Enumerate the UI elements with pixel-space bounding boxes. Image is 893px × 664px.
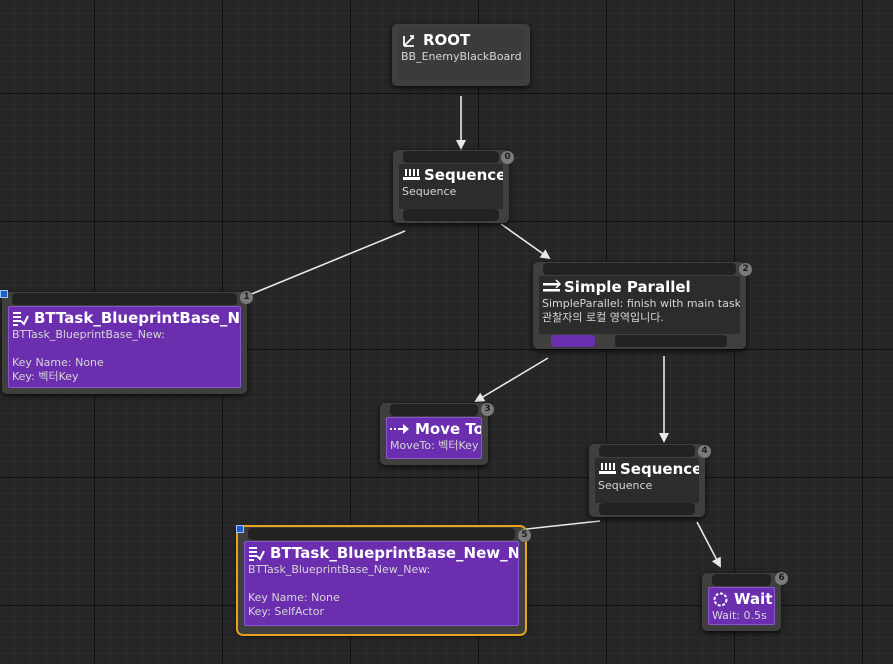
sequence-node-4-title-row: Sequence (598, 460, 699, 479)
wire-sequence4-to-wait (696, 521, 721, 568)
wait-icon (712, 591, 729, 608)
task-node-1-top-pin[interactable] (12, 293, 237, 305)
sequence-node-0-title: Sequence (424, 166, 503, 184)
execution-index-badge: 4 (698, 445, 711, 458)
task-node-5-title: BTTask_BlueprintBase_New_New (270, 544, 519, 562)
execution-index-badge: 2 (739, 263, 752, 276)
sequence-node-0-top-pin[interactable] (403, 151, 499, 163)
task-node-5-top-pin[interactable] (248, 528, 515, 540)
task-node-1-body: BTTask_BlueprintBase_New BTTask_Blueprin… (8, 306, 241, 388)
wire-sequence-to-task1 (230, 230, 406, 304)
task-icon (12, 310, 29, 327)
wait-node-6-body: Wait Wait: 0.5s (708, 587, 775, 625)
move-to-node-3[interactable]: Move To MoveTo: 벡터Key 3 (380, 403, 494, 465)
move-to-node-3-title: Move To (415, 420, 482, 438)
task-icon (248, 545, 265, 562)
task-node-5-key-name: Key Name: None (248, 591, 340, 604)
sequence-node-4-body: Sequence Sequence (595, 458, 699, 503)
simple-parallel-node-2-top-pin[interactable] (543, 263, 736, 275)
wait-node-6-top-pin[interactable] (712, 574, 771, 586)
task-node-1-key: Key: 벡터Key (12, 370, 79, 383)
root-node-body: ROOT BB_EnemyBlackBoard (398, 29, 524, 80)
execution-index-badge: 6 (775, 572, 788, 585)
execution-index-badge: 1 (240, 291, 253, 304)
sequence-icon (598, 461, 616, 478)
task-node-5-subtitle: BTTask_BlueprintBase_New_New: (248, 563, 431, 576)
simple-parallel-node-2-title: Simple Parallel (564, 278, 691, 296)
task-node-1-key-name: Key Name: None (12, 356, 104, 369)
blueprint-flag-icon (0, 290, 8, 298)
main-task-pin[interactable] (551, 335, 595, 347)
simple-parallel-node-2-description: 관찰자의 로컬 영역입니다. (542, 311, 664, 324)
root-node-blackboard: BB_EnemyBlackBoard (401, 50, 522, 63)
blueprint-flag-icon (236, 525, 244, 533)
sequence-node-0[interactable]: Sequence Sequence 0 (393, 150, 514, 223)
move-to-node-3-body: Move To MoveTo: 벡터Key (386, 417, 482, 459)
parallel-icon (542, 279, 562, 296)
simple-parallel-node-2-body: Simple Parallel SimpleParallel: finish w… (539, 276, 740, 334)
wait-node-6-subtitle: Wait: 0.5s (712, 609, 767, 622)
sequence-icon (402, 167, 420, 184)
task-node-5-body: BTTask_BlueprintBase_New_New BTTask_Blue… (244, 541, 519, 626)
sequence-node-4[interactable]: Sequence Sequence 4 (589, 444, 711, 517)
sequence-node-4-subtitle: Sequence (598, 479, 653, 492)
sequence-node-0-bottom-pin[interactable] (403, 209, 499, 221)
task-node-5[interactable]: BTTask_BlueprintBase_New_New BTTask_Blue… (236, 525, 531, 636)
background-task-pin[interactable] (615, 335, 727, 347)
simple-parallel-node-2-subtitle: SimpleParallel: finish with main task (542, 297, 740, 310)
wait-node-6-title-row: Wait (712, 590, 773, 609)
root-icon (401, 32, 418, 49)
move-to-node-3-title-row: Move To (390, 420, 481, 439)
task-node-1-title-row: BTTask_BlueprintBase_New (12, 309, 240, 328)
sequence-node-0-subtitle: Sequence (402, 185, 457, 198)
root-node-title-row: ROOT (401, 31, 521, 50)
task-node-5-key: Key: SelfActor (248, 605, 324, 618)
task-node-1-subtitle: BTTask_BlueprintBase_New: (12, 328, 165, 341)
root-node[interactable]: ROOT BB_EnemyBlackBoard (392, 24, 530, 86)
sequence-node-4-top-pin[interactable] (599, 445, 695, 457)
wait-node-6[interactable]: Wait Wait: 0.5s 6 (702, 572, 788, 631)
sequence-node-0-title-row: Sequence (402, 166, 503, 185)
wire-sequence-to-parallel (500, 223, 551, 260)
sequence-node-4-bottom-pin[interactable] (599, 503, 695, 515)
wire-parallel-to-moveto (474, 357, 549, 403)
move-to-icon (390, 421, 410, 438)
move-to-node-3-subtitle: MoveTo: 벡터Key (390, 439, 479, 452)
move-to-node-3-top-pin[interactable] (390, 404, 478, 416)
root-node-title: ROOT (423, 31, 471, 49)
wait-node-6-title: Wait (734, 590, 773, 608)
simple-parallel-node-2-title-row: Simple Parallel (542, 278, 737, 297)
simple-parallel-node-2[interactable]: Simple Parallel SimpleParallel: finish w… (533, 262, 752, 349)
task-node-1-title: BTTask_BlueprintBase_New (34, 309, 241, 327)
execution-index-badge: 0 (501, 151, 514, 164)
sequence-node-0-body: Sequence Sequence (399, 164, 503, 209)
execution-index-badge: 5 (518, 529, 531, 542)
task-node-1[interactable]: BTTask_BlueprintBase_New BTTask_Blueprin… (0, 290, 253, 394)
execution-index-badge: 3 (481, 403, 494, 416)
task-node-5-title-row: BTTask_BlueprintBase_New_New (248, 544, 518, 563)
sequence-node-4-title: Sequence (620, 460, 699, 478)
